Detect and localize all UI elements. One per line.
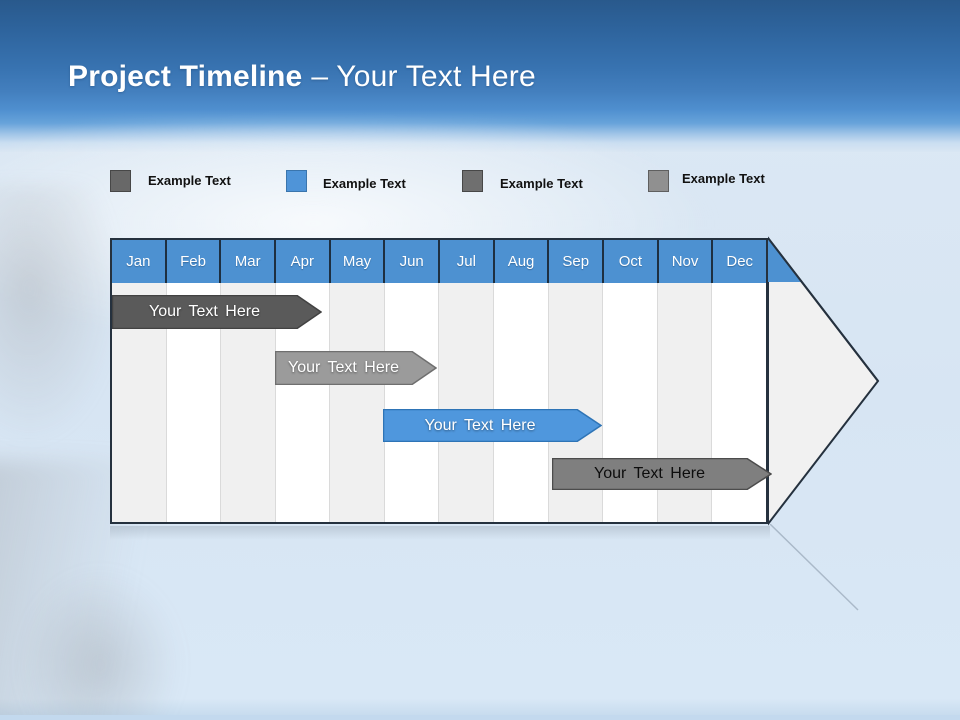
legend-label: Example Text <box>323 176 406 191</box>
grid-column <box>439 283 495 522</box>
bottom-edge-strip <box>0 715 960 720</box>
background-photo-bottom-left <box>20 570 180 720</box>
month-cell-jun: Jun <box>385 240 441 283</box>
arrow-cap-reflection <box>769 524 859 611</box>
grid-column <box>330 283 385 522</box>
task-label: Your Text Here <box>424 416 536 434</box>
legend-swatch-gray-light <box>648 170 669 192</box>
table-reflection <box>110 526 770 540</box>
month-cell-nov: Nov <box>658 240 714 283</box>
month-cell-dec: Dec <box>713 240 767 283</box>
task-label: Your Text Here <box>288 359 399 376</box>
month-cell-may: May <box>330 240 386 283</box>
timeline-arrow-cap <box>768 236 880 526</box>
month-header-row: Jan Feb Mar Apr May Jun Jul Aug Sep Oct … <box>112 240 767 283</box>
task-arrow-4[interactable]: Your Text Here <box>552 458 772 490</box>
task-label: Your Text Here <box>149 303 260 320</box>
month-cell-aug: Aug <box>494 240 550 283</box>
month-cell-apr: Apr <box>276 240 331 283</box>
month-cell-mar: Mar <box>221 240 277 283</box>
task-arrow-2[interactable]: Your Text Here <box>275 351 437 385</box>
legend-swatch-gray <box>462 170 483 192</box>
legend-label: Example Text <box>500 176 583 191</box>
task-arrow-1[interactable]: Your Text Here <box>112 295 322 329</box>
task-arrow-shape <box>552 458 772 490</box>
legend-swatch-blue <box>286 170 307 192</box>
task-label: Your Text Here <box>594 465 705 482</box>
grid-column <box>384 283 440 522</box>
month-cell-oct: Oct <box>604 240 659 283</box>
month-cell-feb: Feb <box>166 240 222 283</box>
page-title-subtitle: – Your Text Here <box>311 60 536 93</box>
legend-swatch-gray-dark <box>110 170 131 192</box>
month-cell-sep: Sep <box>549 240 605 283</box>
background-photo-left-edge <box>0 185 120 445</box>
task-arrow-3[interactable]: Your Text Here <box>383 409 602 442</box>
legend-label: Example Text <box>682 171 765 186</box>
page-title-bold: Project Timeline <box>68 60 303 93</box>
legend-label: Example Text <box>148 173 231 188</box>
month-cell-jan: Jan <box>112 240 167 283</box>
task-arrow-shape <box>275 351 437 385</box>
grid-column <box>494 283 549 522</box>
task-arrow-shape <box>383 409 602 442</box>
month-cell-jul: Jul <box>440 240 495 283</box>
page-title[interactable]: Project Timeline– Your Text Here <box>68 60 536 94</box>
task-arrow-shape <box>112 295 322 329</box>
